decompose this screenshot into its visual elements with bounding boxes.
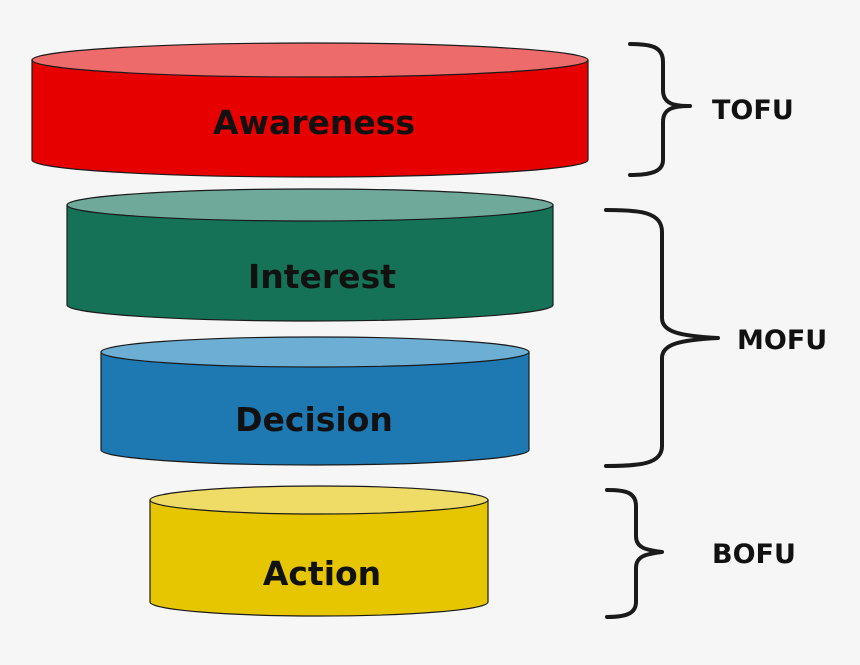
stage-top-awareness (31, 42, 589, 78)
stage-label-awareness: Awareness (213, 103, 415, 142)
group-label-mofu: MOFU (737, 325, 827, 356)
brace-bofu (605, 488, 664, 619)
funnel-stage-decision: Decision (100, 336, 530, 466)
stage-body-awareness (31, 59, 589, 178)
funnel-stage-interest: Interest (66, 188, 554, 322)
stage-label-decision: Decision (235, 400, 393, 439)
group-mofu: MOFU (604, 208, 827, 468)
stage-body-interest (66, 204, 554, 322)
stage-body-decision (100, 351, 530, 466)
brace-mofu (604, 208, 720, 468)
group-label-tofu: TOFU (712, 95, 794, 126)
stage-top-action (149, 485, 489, 515)
group-bofu: BOFU (605, 488, 796, 619)
stage-label-interest: Interest (248, 257, 396, 296)
brace-tofu (628, 42, 692, 177)
funnel-stage-action: Action (149, 485, 489, 617)
funnel-stage-awareness: Awareness (31, 42, 589, 178)
stage-top-decision (100, 336, 530, 368)
group-tofu: TOFU (628, 42, 794, 177)
stage-label-action: Action (263, 554, 381, 593)
stage-top-interest (66, 188, 554, 222)
stage-body-action (149, 499, 489, 617)
group-label-bofu: BOFU (712, 539, 796, 570)
